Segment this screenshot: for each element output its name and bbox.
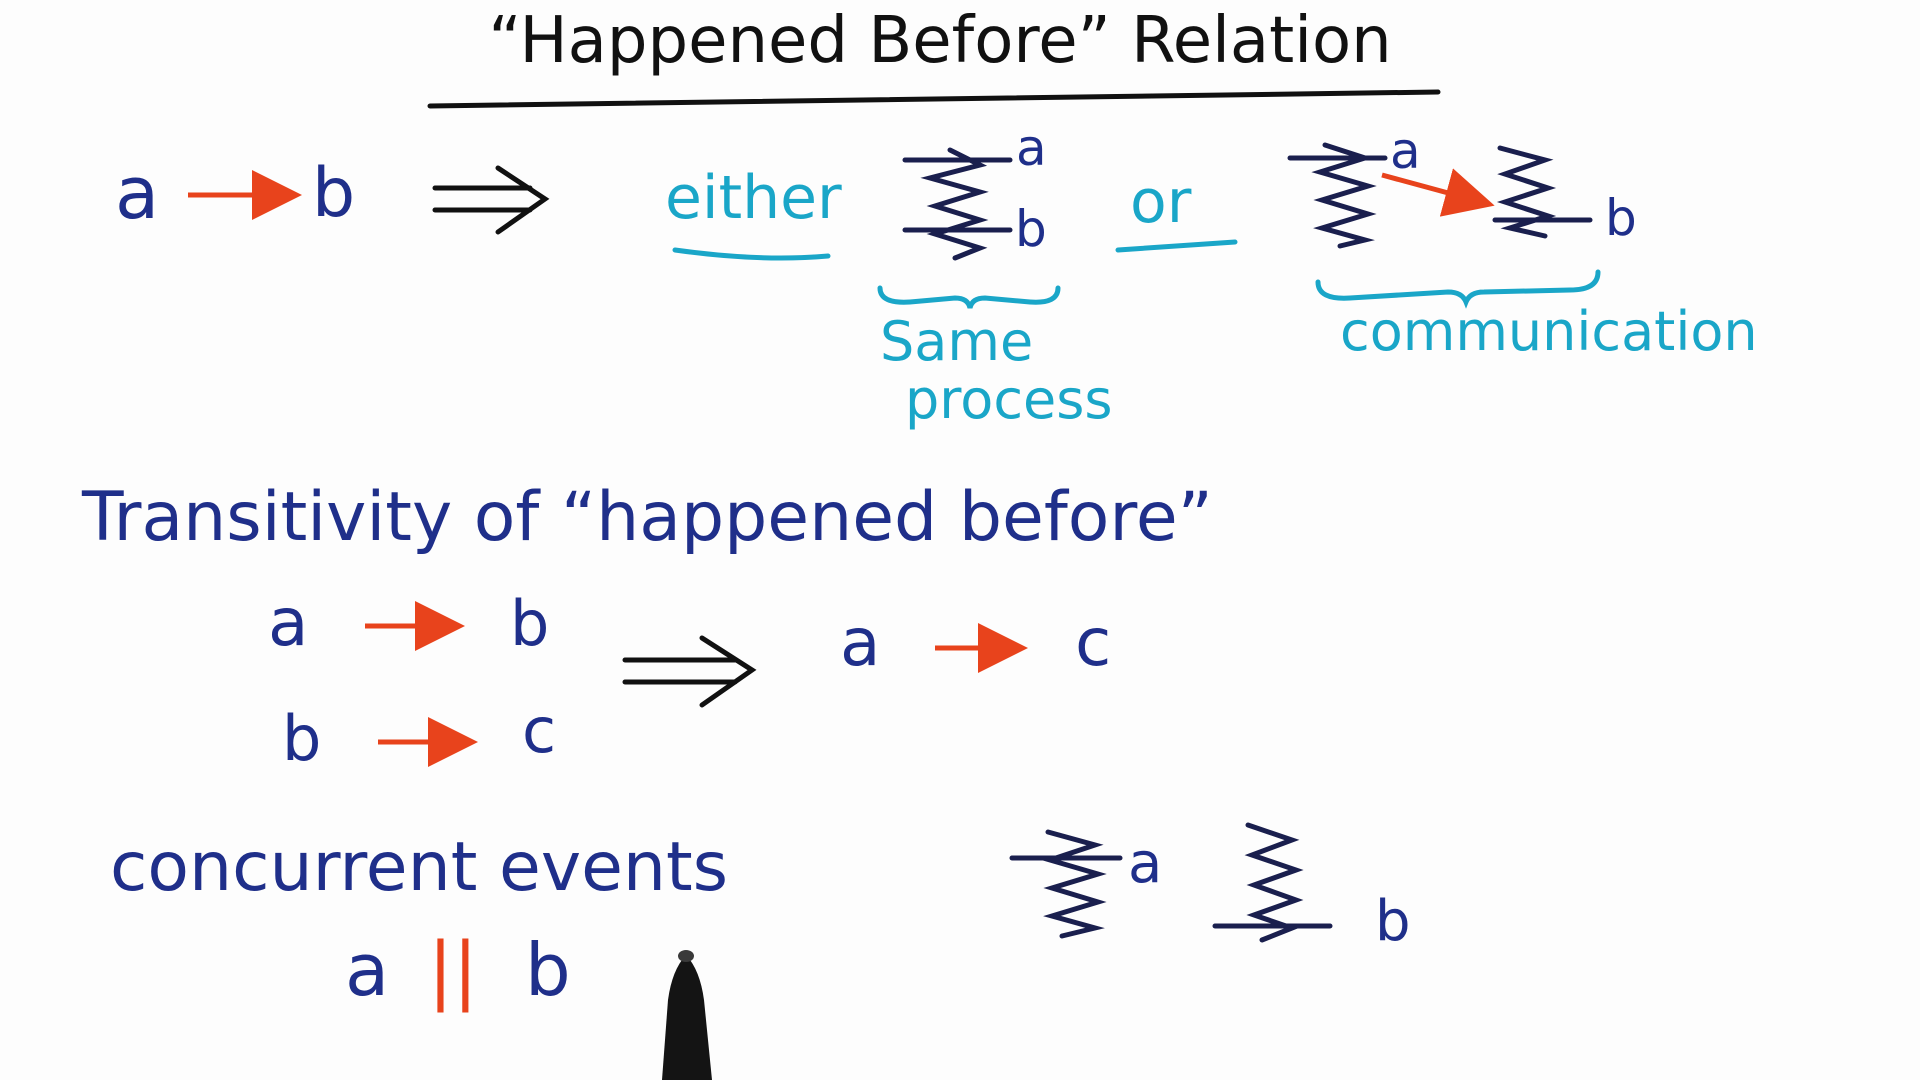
same-a: a [1016,119,1047,177]
concurrent-heading: concurrent events [110,828,728,907]
notation-bars: || [428,927,478,1013]
same-process-timeline [902,147,1013,261]
concurrent-timeline-a [1009,829,1123,939]
comm-timeline-2 [1492,145,1593,239]
r1-b: b [510,587,549,660]
implies-arrow-2 [622,635,757,708]
same-b: b [1015,200,1047,258]
r1-a: a [268,584,308,661]
pen-icon [662,950,712,1080]
definition-row: a b either a b Same process or a [115,119,1758,431]
notation-a: a [345,928,389,1012]
ev-b: b [1375,889,1411,954]
same-label-1: Same [880,310,1033,373]
comm-b: b [1605,189,1637,247]
page-title: “Happened Before” Relation [488,4,1391,78]
either-underline [672,247,831,261]
notation-b: b [525,928,571,1012]
transitivity-heading: Transitivity of “happened before” [81,478,1213,557]
or-word: or [1130,167,1192,237]
res-c: c [1075,604,1111,681]
comm-brace [1315,269,1601,309]
lhs-a: a [115,151,159,235]
title-underline [427,89,1441,109]
comm-a: a [1390,122,1421,180]
res-a: a [840,604,880,681]
r2-b: b [282,702,321,775]
implies-arrow-1 [432,165,550,235]
concurrent-timeline-b [1212,822,1333,943]
r2-c: c [522,694,556,767]
comm-timeline-1 [1287,142,1388,249]
concurrent-section: concurrent events a || b a b [110,822,1411,1013]
transitivity-section: Transitivity of “happened before” a b b … [81,478,1213,775]
or-underline [1115,239,1238,253]
comm-arrow [1381,168,1495,217]
lhs-b: b [312,154,355,233]
same-brace [877,285,1061,309]
same-label-2: process [905,368,1113,431]
ev-a: a [1128,831,1162,896]
either-word: either [665,163,842,233]
comm-label: communication [1340,300,1758,363]
